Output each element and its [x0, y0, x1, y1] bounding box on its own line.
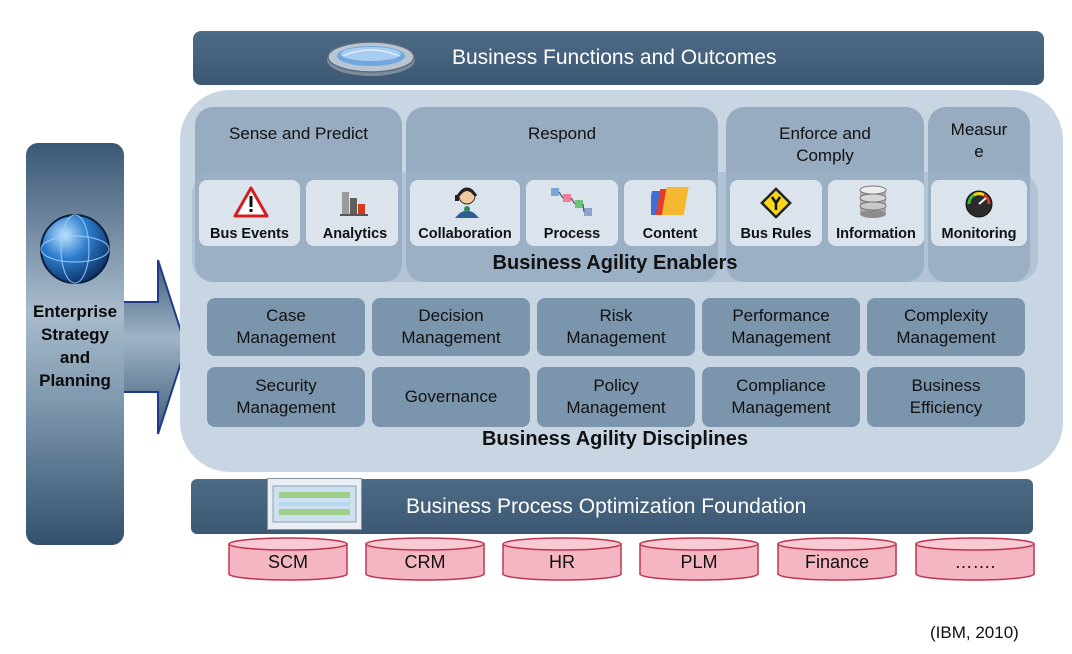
system-label-crm: CRM	[405, 552, 446, 572]
folders-icon	[651, 187, 689, 215]
system-label-hr: HR	[549, 552, 575, 572]
discipline-case-management: Case Management	[207, 298, 365, 356]
system-label-plm: PLM	[680, 552, 717, 572]
strategy-pillar	[26, 143, 124, 545]
system-label-finance: Finance	[805, 552, 869, 572]
discipline-complexity-management: Complexity Management	[867, 298, 1025, 356]
discipline-risk-management: Risk Management	[537, 298, 695, 356]
bar-chart-icon	[340, 192, 368, 216]
enabler-label-content: Content	[642, 226, 698, 242]
process-flow-icon	[551, 188, 592, 216]
enabler-label-information: Information	[836, 226, 916, 242]
discipline-business-efficiency: Business Efficiency	[867, 367, 1025, 427]
gauge-icon	[965, 190, 993, 218]
window-screenshot-icon	[267, 478, 362, 530]
enabler-label-analytics: Analytics	[322, 226, 388, 242]
disciplines-title: Business Agility Disciplines	[481, 428, 748, 450]
enabler-label-monitoring: Monitoring	[941, 226, 1017, 242]
database-icon	[859, 185, 887, 218]
enabler-tile-process	[526, 180, 618, 246]
warning-icon	[233, 186, 269, 218]
foundation-title: Business Process Optimization Foundation	[406, 495, 807, 518]
discipline-compliance-management: Compliance Management	[702, 367, 860, 427]
column-title-respond: Respond	[527, 124, 597, 143]
discipline-performance-management: Performance Management	[702, 298, 860, 356]
enabler-label-collaboration: Collaboration	[418, 226, 512, 242]
enabler-label-bus-rules: Bus Rules	[740, 226, 812, 242]
source-citation: (IBM, 2010)	[930, 623, 1019, 642]
discipline-governance: Governance	[372, 367, 530, 427]
column-title-sense: Sense and Predict	[229, 124, 368, 143]
strategy-label: Enterprise Strategy and Planning	[32, 302, 118, 390]
gear-disc-icon	[327, 41, 415, 76]
column-title-enforce: Enforce and Comply	[779, 124, 871, 165]
system-cylinder-more	[915, 537, 1035, 581]
discipline-security-management: Security Management	[207, 367, 365, 427]
system-cylinder-finance	[777, 537, 897, 581]
system-cylinder-scm	[228, 537, 348, 581]
business-functions-title: Business Functions and Outcomes	[452, 46, 777, 69]
system-cylinder-crm	[365, 537, 485, 581]
discipline-decision-management: Decision Management	[372, 298, 530, 356]
globe-icon	[40, 214, 110, 284]
system-cylinder-hr	[502, 537, 622, 581]
systems-row: SCM CRM HR PLM Finance …….	[228, 537, 1035, 581]
enabler-label-bus-events: Bus Events	[210, 226, 289, 242]
rule-sign-icon	[760, 187, 792, 219]
discipline-policy-management: Policy Management	[537, 367, 695, 427]
system-label-more: …….	[954, 552, 995, 572]
system-label-scm: SCM	[268, 552, 308, 572]
column-title-measure: Measur e	[950, 120, 1008, 161]
system-cylinder-plm	[639, 537, 759, 581]
enablers-title: Business Agility Enablers	[492, 252, 738, 274]
person-headset-icon	[455, 187, 479, 218]
enabler-label-process: Process	[543, 226, 601, 242]
